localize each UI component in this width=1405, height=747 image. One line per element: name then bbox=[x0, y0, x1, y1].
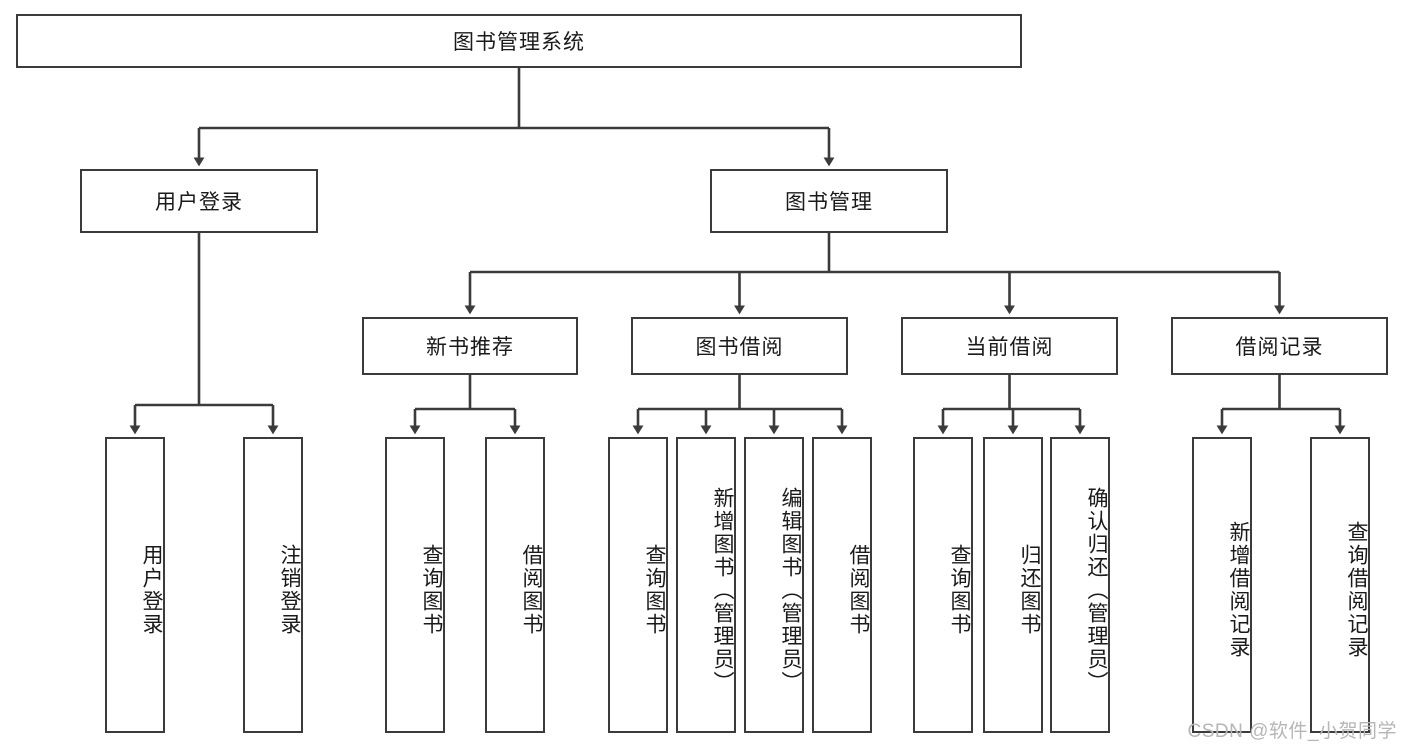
node-root[interactable]: 图书管理系统 bbox=[16, 14, 1022, 68]
node-leaf-br-query-record[interactable]: 查询借阅记录 bbox=[1310, 437, 1370, 733]
node-label: 图书管理系统 bbox=[453, 31, 585, 54]
node-label: 新增借阅记录 bbox=[1227, 521, 1250, 659]
node-user-login[interactable]: 用户登录 bbox=[80, 169, 318, 233]
node-label: 确认归还（管理员） bbox=[1085, 486, 1108, 694]
node-leaf-rec-borrow-book[interactable]: 借阅图书 bbox=[485, 437, 545, 733]
node-label: 查询借阅记录 bbox=[1345, 521, 1368, 659]
node-label: 归还图书 bbox=[1018, 544, 1041, 636]
node-label: 借阅图书 bbox=[520, 544, 543, 636]
node-leaf-bb-edit-book[interactable]: 编辑图书（管理员） bbox=[744, 437, 804, 733]
node-leaf-cb-return-book[interactable]: 归还图书 bbox=[983, 437, 1043, 733]
node-label: 借阅记录 bbox=[1235, 336, 1324, 359]
node-label: 当前借阅 bbox=[965, 336, 1054, 359]
node-label: 查询图书 bbox=[420, 544, 443, 636]
node-label: 用户登录 bbox=[155, 191, 243, 214]
node-leaf-bb-query-book[interactable]: 查询图书 bbox=[608, 437, 668, 733]
node-leaf-user-logout[interactable]: 注销登录 bbox=[243, 437, 303, 733]
node-label: 新增图书（管理员） bbox=[711, 486, 734, 694]
node-label: 图书管理 bbox=[785, 191, 873, 214]
node-leaf-cb-confirm-return[interactable]: 确认归还（管理员） bbox=[1050, 437, 1110, 733]
node-leaf-user-login[interactable]: 用户登录 bbox=[105, 437, 165, 733]
node-label: 图书借阅 bbox=[695, 336, 784, 359]
node-new-book-recommend[interactable]: 新书推荐 bbox=[362, 317, 578, 375]
node-label: 用户登录 bbox=[140, 544, 163, 636]
node-leaf-cb-query-book[interactable]: 查询图书 bbox=[913, 437, 973, 733]
node-leaf-br-add-record[interactable]: 新增借阅记录 bbox=[1192, 437, 1252, 733]
node-leaf-bb-borrow-book[interactable]: 借阅图书 bbox=[812, 437, 872, 733]
node-label: 注销登录 bbox=[278, 544, 301, 636]
node-label: 借阅图书 bbox=[847, 544, 870, 636]
node-label: 新书推荐 bbox=[426, 336, 514, 359]
node-label: 编辑图书（管理员） bbox=[779, 486, 802, 694]
node-label: 查询图书 bbox=[643, 544, 666, 636]
node-label: 查询图书 bbox=[948, 544, 971, 636]
node-leaf-bb-add-book[interactable]: 新增图书（管理员） bbox=[676, 437, 736, 733]
node-borrow-record[interactable]: 借阅记录 bbox=[1171, 317, 1388, 375]
node-leaf-rec-query-book[interactable]: 查询图书 bbox=[385, 437, 445, 733]
watermark-label: CSDN @软件_小贺同学 bbox=[1187, 721, 1397, 742]
node-current-borrow[interactable]: 当前借阅 bbox=[901, 317, 1118, 375]
node-book-borrow[interactable]: 图书借阅 bbox=[631, 317, 848, 375]
node-book-manage[interactable]: 图书管理 bbox=[710, 169, 948, 233]
